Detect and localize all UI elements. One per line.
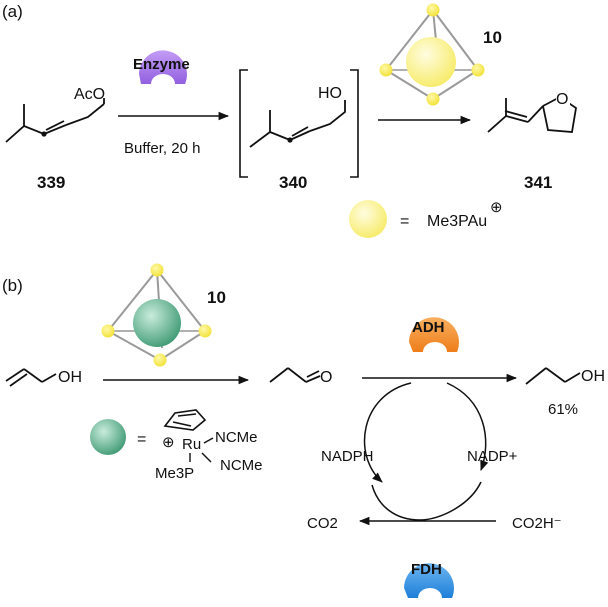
- panel-b-label: (b): [2, 276, 23, 295]
- product-group-oh: OH: [581, 368, 605, 385]
- aldehyde-group-o: O: [320, 369, 332, 386]
- cycle-arc-right-bottom: [419, 481, 482, 521]
- adh-label: ADH: [412, 319, 445, 336]
- fdh-label: FDH: [411, 561, 442, 578]
- ru-ncme-bond-1: [203, 437, 214, 444]
- gold-sphere-legend-icon: [349, 200, 387, 238]
- conditions-label: Buffer, 20 h: [124, 140, 200, 157]
- ru-metal-label: Ru: [182, 436, 201, 453]
- enzyme-label: Enzyme: [133, 56, 190, 73]
- thf-o-mask: [556, 90, 570, 106]
- ru-sphere-legend-icon: [90, 419, 126, 455]
- propanal-structure: [269, 367, 321, 383]
- compound-340-number: 340: [279, 173, 307, 192]
- adh-enzyme-icon: [409, 317, 459, 352]
- compound-339-number: 339: [37, 173, 65, 192]
- allene-center-dot-2: [287, 137, 293, 143]
- ru-phosphine-label: Me3P: [155, 465, 194, 482]
- legend-equals-b: =: [137, 431, 146, 448]
- enzyme-icon: [139, 50, 187, 84]
- cycle-arc-left: [363, 382, 412, 483]
- cp-ring-structure: [163, 409, 207, 431]
- cycle-arc-left-bottom: [371, 484, 421, 521]
- ru-charge-label: ⊕: [162, 434, 175, 451]
- intermediate-group-ho: HO: [318, 85, 342, 102]
- catalyst-10-cage-b: [101, 263, 212, 367]
- product-heteroatom-o: O: [556, 91, 568, 108]
- substrate-group-oh: OH: [58, 369, 82, 386]
- intermediate-340-structure: [249, 100, 346, 148]
- cycle-arc-right-top: [446, 382, 489, 471]
- catalyst-10-number-a: 10: [483, 28, 502, 47]
- legend-formula-me3pau: Me3PAu: [427, 213, 487, 230]
- ru-ligand-ncme-2: NCMe: [220, 457, 263, 474]
- ru-ligand-ncme-1: NCMe: [215, 429, 258, 446]
- propanol-structure: [525, 367, 581, 385]
- ru-ncme-bond-2: [201, 452, 212, 463]
- yield-label: 61%: [548, 401, 578, 418]
- nadp-label: NADP+: [467, 448, 518, 465]
- co2-label: CO2: [307, 515, 338, 532]
- allyl-alcohol-structure: [5, 368, 57, 387]
- nadph-label: NADPH: [321, 448, 374, 465]
- fdh-enzyme-icon: [404, 563, 454, 598]
- substrate-339-structure: [5, 98, 105, 143]
- bracket-left: [239, 69, 248, 178]
- catalyst-10-number-b: 10: [207, 288, 226, 307]
- substrate-group-aco: AcO: [74, 86, 105, 103]
- allene-center-dot: [41, 131, 47, 137]
- legend-charge-a: ⊕: [490, 199, 503, 216]
- legend-equals-a: =: [400, 213, 409, 230]
- formate-label: CO2H⁻: [512, 515, 562, 532]
- panel-a-label: (a): [2, 2, 23, 21]
- bracket-right: [350, 69, 359, 178]
- compound-341-number: 341: [524, 173, 552, 192]
- catalyst-10-cage-a: [379, 3, 485, 106]
